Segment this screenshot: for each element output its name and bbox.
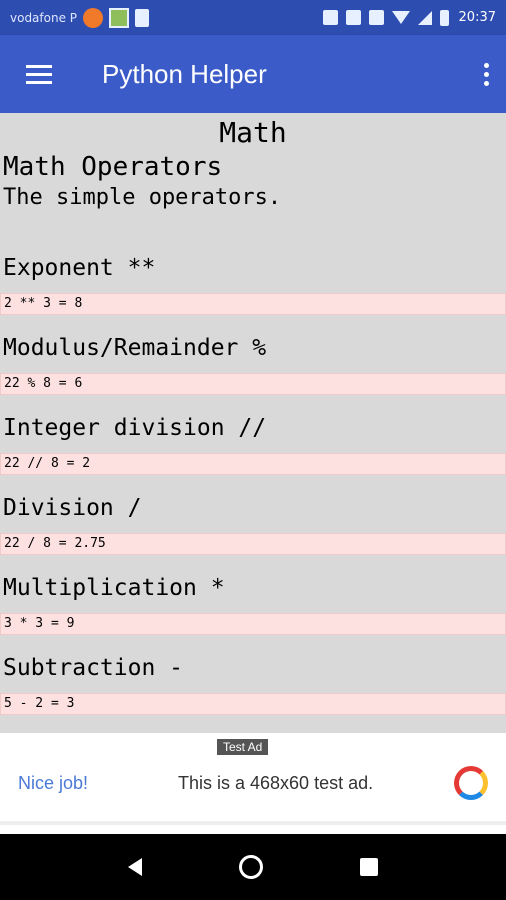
operator-code: 22 / 8 = 2.75	[0, 533, 506, 555]
operator-title: Modulus/Remainder %	[3, 335, 267, 361]
clock: 20:37	[458, 10, 496, 25]
firefox-icon	[83, 7, 104, 28]
status-left: vodafone P	[10, 7, 323, 28]
operator-modulus: Modulus/Remainder % 22 % 8 = 6	[0, 323, 506, 395]
alarm-icon	[345, 10, 361, 25]
operator-subtraction: Subtraction - 5 - 2 = 3	[0, 643, 506, 715]
vibrate-icon	[368, 10, 384, 25]
signal-icon	[417, 10, 432, 25]
status-bar: vodafone P 20:37	[0, 0, 506, 35]
sd-card-icon	[135, 8, 150, 27]
ad-text[interactable]: This is a 468x60 test ad.	[178, 772, 374, 793]
operator-title: Exponent **	[3, 255, 156, 281]
operator-exponent: Exponent ** 2 ** 3 = 8	[0, 243, 506, 315]
operator-code: 22 // 8 = 2	[0, 453, 506, 475]
operator-title: Integer division //	[3, 415, 267, 441]
recent-apps-icon[interactable]	[359, 858, 378, 876]
operator-title: Multiplication *	[3, 575, 225, 601]
gallery-icon	[109, 7, 130, 28]
operator-division: Division / 22 / 8 = 2.75	[0, 483, 506, 555]
operator-code: 5 - 2 = 3	[0, 693, 506, 715]
ad-content[interactable]: Test Ad Nice job! This is a 468x60 test …	[0, 739, 506, 825]
home-icon[interactable]	[238, 855, 263, 879]
operator-code: 2 ** 3 = 8	[0, 293, 506, 315]
ad-label: Test Ad	[217, 739, 269, 755]
operator-code: 3 * 3 = 9	[0, 613, 506, 635]
ad-banner[interactable]: Test Ad Nice job! This is a 468x60 test …	[0, 733, 506, 834]
bluetooth-icon	[322, 10, 338, 25]
hamburger-menu-icon[interactable]	[0, 35, 80, 113]
operator-title: Division /	[3, 495, 142, 521]
more-vert-icon[interactable]	[466, 35, 506, 113]
page-heading: Math	[219, 116, 287, 149]
back-icon[interactable]	[128, 858, 143, 876]
operator-integer-division: Integer division // 22 // 8 = 2	[0, 403, 506, 475]
battery-icon	[439, 9, 449, 26]
operator-code: 22 % 8 = 6	[0, 373, 506, 395]
wifi-icon	[391, 11, 410, 24]
ad-logo-icon[interactable]	[454, 766, 488, 800]
operator-title: Subtraction -	[3, 655, 184, 681]
ad-left-text[interactable]: Nice job!	[18, 772, 89, 793]
carrier-label: vodafone P	[10, 10, 78, 25]
section-title: Math Operators	[3, 152, 223, 182]
app-bar: Python Helper	[0, 35, 506, 113]
app-title: Python Helper	[102, 58, 267, 89]
status-right: 20:37	[322, 9, 496, 26]
operator-multiplication: Multiplication * 3 * 3 = 9	[0, 563, 506, 635]
content-area[interactable]: Math Math Operators The simple operators…	[0, 113, 506, 733]
navigation-bar	[0, 834, 506, 900]
section-subtitle: The simple operators.	[3, 185, 282, 210]
